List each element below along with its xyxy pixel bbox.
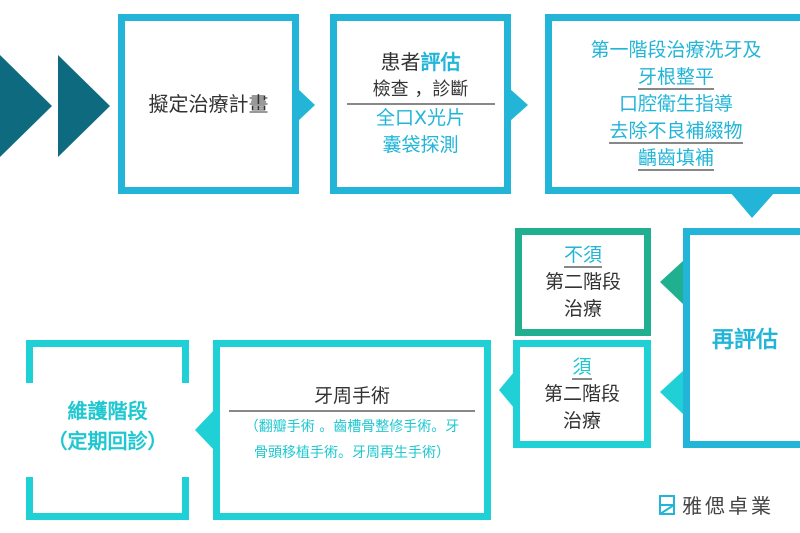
box-maintenance: 維護階段 （定期回診） xyxy=(26,340,189,520)
phase2-line3: 治療 xyxy=(562,409,601,432)
surgery-line1: （翻瓣手術 。齒槽骨整修手術。牙 xyxy=(244,419,460,435)
assess-line4: 囊袋探測 xyxy=(382,134,459,156)
box-phase2: 須 第二階段 治療 xyxy=(513,340,651,448)
phase2-line2: 第二階段 xyxy=(543,382,620,405)
assess-line2: 檢查 ，診斷 xyxy=(346,76,495,105)
arrow-phase1-down xyxy=(730,192,775,218)
phase1-line: 牙根整平 xyxy=(637,65,714,90)
box-treatment-plan: 擬定治療計畫 xyxy=(118,14,299,194)
start-chevron-1 xyxy=(0,55,52,157)
box-no-phase2: 不須 第二階段 治療 xyxy=(515,228,651,336)
phase1-line: 口腔衛生指導 xyxy=(618,92,733,115)
maintenance-line1: 維護階段 xyxy=(67,399,148,423)
logo-text: 雅偲卓業 xyxy=(682,494,774,518)
phase2-emph: 須 xyxy=(572,355,592,380)
surgery-line2: 骨頭移植手術。牙周再生手術） xyxy=(254,445,450,461)
assess-line3: 全口X光片 xyxy=(375,107,466,129)
start-chevron-2 xyxy=(58,55,110,157)
maintenance-line2: （定期回診） xyxy=(47,429,168,453)
reassess-label: 再評估 xyxy=(711,328,778,353)
assess-emphasis: 評估 xyxy=(420,50,461,74)
surgery-title: 牙周手術 xyxy=(229,383,475,412)
box-assessment: 患者評估 檢查 ，診斷 全口X光片 囊袋探測 xyxy=(330,14,511,194)
bracket-top xyxy=(26,340,189,383)
phase1-line: 去除不良補綴物 xyxy=(609,119,743,144)
arrow-reassess-to-no-phase2 xyxy=(660,260,684,305)
arrow-plan-to-assess xyxy=(297,88,315,122)
box-periodontal-surgery: 牙周手術 （翻瓣手術 。齒槽骨整修手術。牙 骨頭移植手術。牙周再生手術） xyxy=(213,340,491,520)
treatment-plan-label: 擬定治療計畫 xyxy=(148,91,269,116)
no-phase2-line2: 第二階段 xyxy=(544,270,621,293)
brand-logo: 雅偲卓業 xyxy=(658,490,774,519)
box-phase1: 第一階段治療洗牙及 牙根整平 口腔衛生指導 去除不良補綴物 齲齒填補 xyxy=(545,14,800,194)
no-phase2-line3: 治療 xyxy=(563,297,602,320)
arrow-phase2-to-surgery xyxy=(499,372,514,408)
assess-prefix: 患者 xyxy=(380,50,421,74)
assess-line1: 患者評估 xyxy=(381,49,461,76)
phase1-line: 齲齒填補 xyxy=(637,146,714,171)
arrow-assess-to-phase1 xyxy=(509,88,528,122)
arrow-surgery-to-maintenance xyxy=(195,410,214,450)
bracket-bottom xyxy=(26,477,189,520)
phase1-line: 第一階段治療洗牙及 xyxy=(590,38,762,61)
box-reassessment: 再評估 xyxy=(683,228,800,448)
logo-icon xyxy=(659,494,675,515)
no-phase2-emph: 不須 xyxy=(563,243,602,268)
arrow-reassess-to-phase2 xyxy=(660,370,684,415)
